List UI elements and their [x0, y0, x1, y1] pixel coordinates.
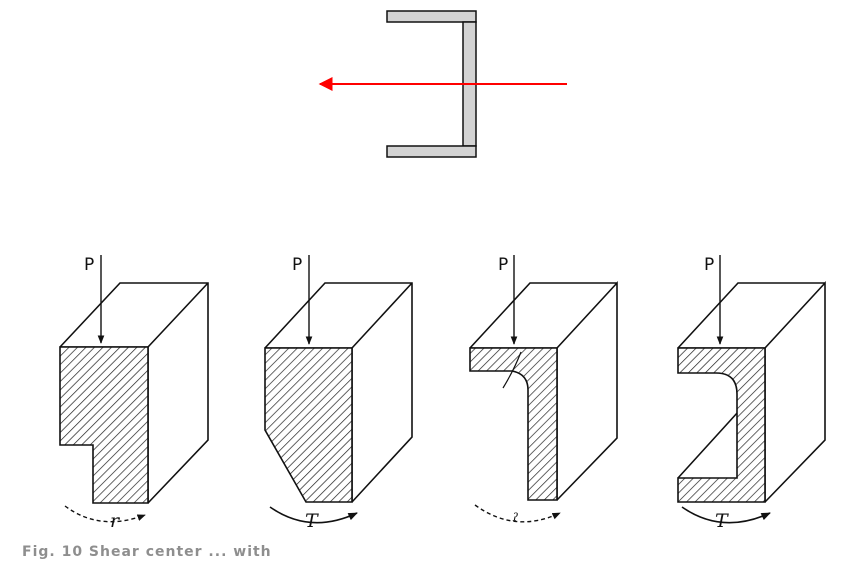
load-label-3: P: [498, 255, 508, 275]
load-label-2: P: [292, 255, 302, 275]
torque-arrow-3: [474, 504, 561, 523]
torque-label-3: ˀ: [512, 510, 518, 532]
torque-arrow-2: [269, 506, 358, 524]
section-1-step-block: P r: [59, 255, 209, 532]
block-2-hatched-section: [264, 347, 353, 503]
torque-arrow-4: [681, 506, 771, 524]
load-label-1: P: [84, 255, 94, 275]
channel-top-flange: [386, 10, 477, 23]
torque-label-4: T: [715, 510, 729, 532]
block-4-hatched-section: [677, 347, 766, 503]
section-2-tapered-block: P T: [264, 255, 413, 532]
block-3-hatched-section: [469, 347, 558, 501]
load-label-4: P: [704, 255, 714, 275]
section-3-angle-block: P ˀ: [469, 255, 618, 532]
block-1-hatched-section: [59, 346, 149, 504]
torque-label-2: T: [305, 510, 319, 532]
torque-label-1: r: [110, 510, 121, 532]
section-4-channel-block: P T: [677, 255, 826, 532]
channel-section-diagram: [318, 10, 567, 158]
torque-arrow-1: [64, 505, 146, 523]
shear-center-line-3: [502, 351, 522, 389]
figure-caption: Fig. 10 Shear center ... with: [22, 544, 272, 560]
channel-bottom-flange: [386, 145, 477, 158]
